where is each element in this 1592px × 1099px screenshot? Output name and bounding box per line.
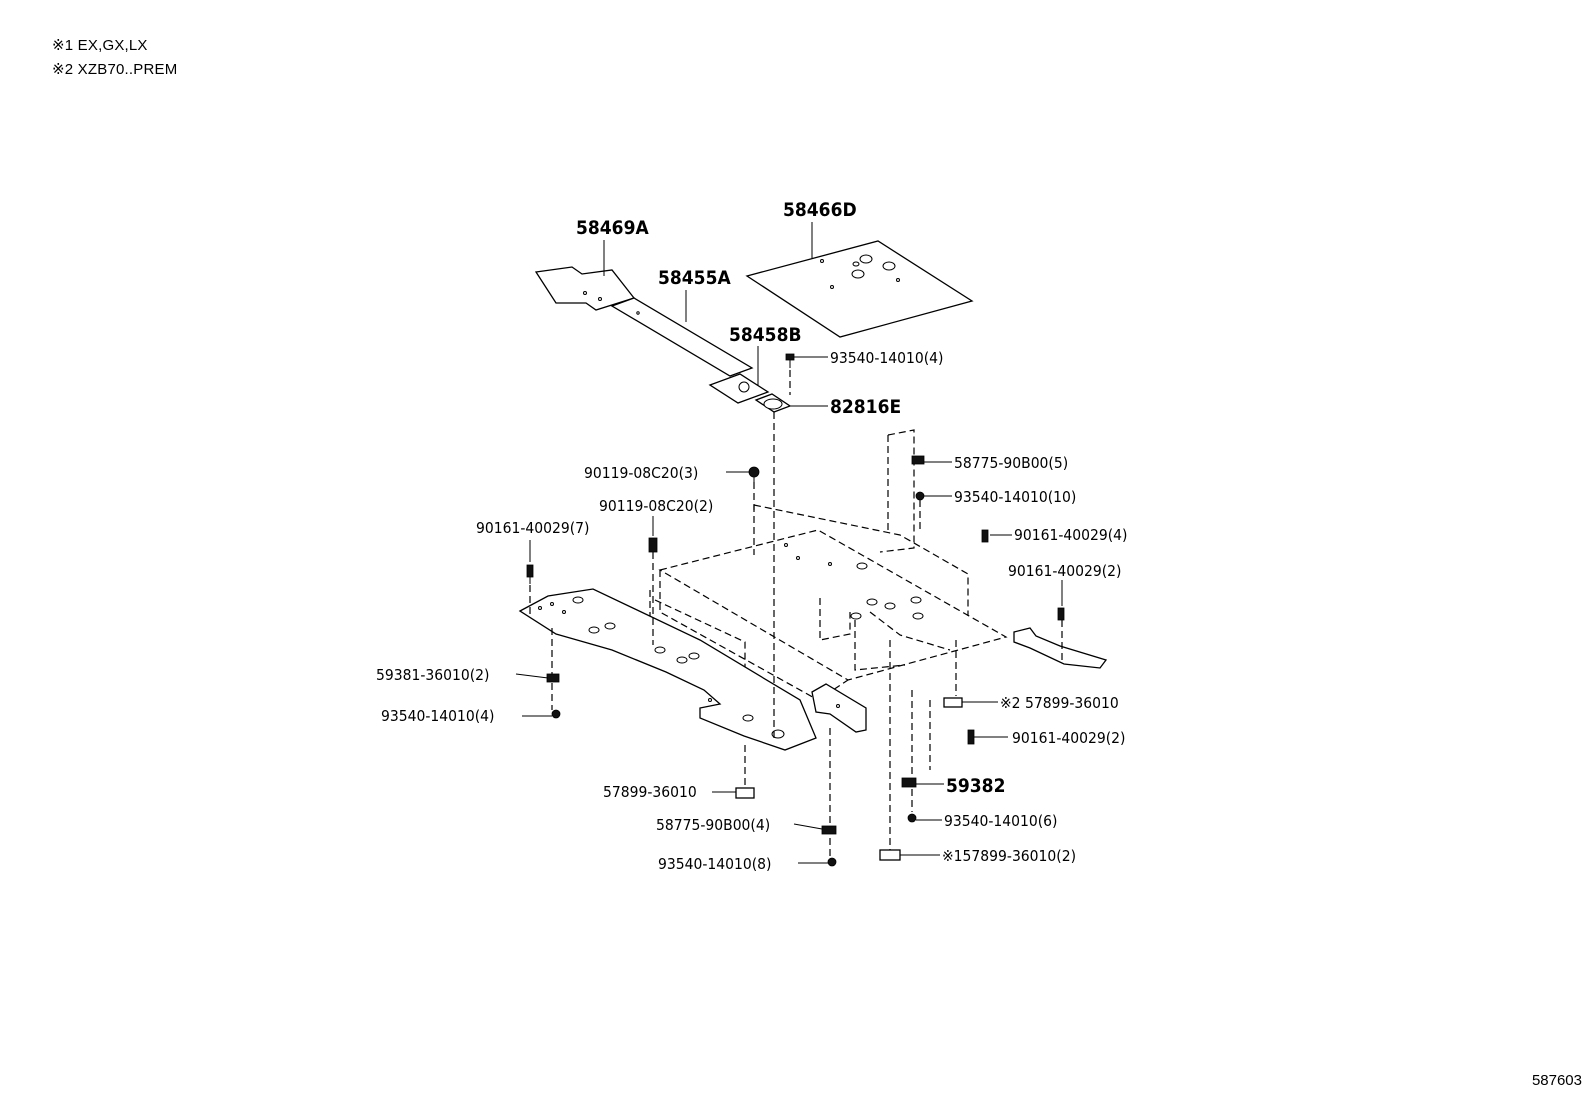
screw-icon <box>1057 607 1065 621</box>
label-57899-36010-note2: ※2 57899-36010 <box>1000 694 1119 712</box>
bolt-icon <box>648 537 658 553</box>
label-58775-90B00-5: 58775-90B00(5) <box>954 454 1068 472</box>
clip-icon <box>943 697 963 708</box>
center-bracket <box>811 683 867 733</box>
label-58775-90B00-4: 58775-90B00(4) <box>656 816 770 834</box>
label-58466D: 58466D <box>783 199 857 221</box>
label-57899-36010-note1: ※157899-36010(2) <box>942 847 1076 865</box>
label-93540-14010-10: 93540-14010(10) <box>954 488 1076 506</box>
clip-icon <box>901 777 917 788</box>
label-93540-14010-8: 93540-14010(8) <box>658 855 772 873</box>
label-58458B: 58458B <box>729 324 802 346</box>
label-90161-40029-2-right: 90161-40029(2) <box>1008 562 1122 580</box>
leader-lines <box>515 222 1063 864</box>
label-59381-36010-2: 59381-36010(2) <box>376 666 490 684</box>
screw-icon <box>907 813 917 823</box>
label-59382: 59382 <box>946 775 1005 797</box>
label-57899-36010: 57899-36010 <box>603 783 697 801</box>
clip-icon <box>546 673 560 683</box>
label-90161-40029-4: 90161-40029(4) <box>1014 526 1128 544</box>
label-90161-40029-7: 90161-40029(7) <box>476 519 590 537</box>
left-bracket <box>518 588 817 751</box>
note-1: ※1 EX,GX,LX <box>52 37 148 54</box>
label-90119-08C20-3: 90119-08C20(3) <box>584 464 698 482</box>
label-93540-14010-6: 93540-14010(6) <box>944 812 1058 830</box>
label-90161-40029-2-mid: 90161-40029(2) <box>1012 729 1126 747</box>
screw-icon <box>785 353 795 368</box>
clip-icon <box>735 787 755 799</box>
screw-icon <box>551 709 561 719</box>
screw-icon <box>967 729 975 745</box>
screw-icon <box>915 491 925 501</box>
floor-plate-outline <box>649 429 1008 701</box>
part-82816E <box>754 393 792 413</box>
label-90119-08C20-2: 90119-08C20(2) <box>599 497 713 515</box>
screw-icon <box>981 529 989 543</box>
label-93540-14010-4-left: 93540-14010(4) <box>381 707 495 725</box>
nut-icon <box>911 455 925 465</box>
label-58455A: 58455A <box>658 267 731 289</box>
right-bracket <box>1013 627 1108 669</box>
part-58455A <box>610 297 754 377</box>
clip-icon <box>879 849 901 861</box>
screw-icon <box>526 564 534 584</box>
label-58469A: 58469A <box>576 217 649 239</box>
bolt-icon <box>748 466 760 486</box>
label-93540-14010-4-top: 93540-14010(4) <box>830 349 944 367</box>
label-82816E: 82816E <box>830 396 901 418</box>
nut-icon <box>821 825 837 835</box>
note-2: ※2 XZB70..PREM <box>52 61 178 78</box>
figure-number: 587603 <box>1531 1072 1582 1089</box>
part-58458B <box>708 373 770 404</box>
part-58466D <box>745 240 974 338</box>
screw-icon <box>827 857 837 867</box>
